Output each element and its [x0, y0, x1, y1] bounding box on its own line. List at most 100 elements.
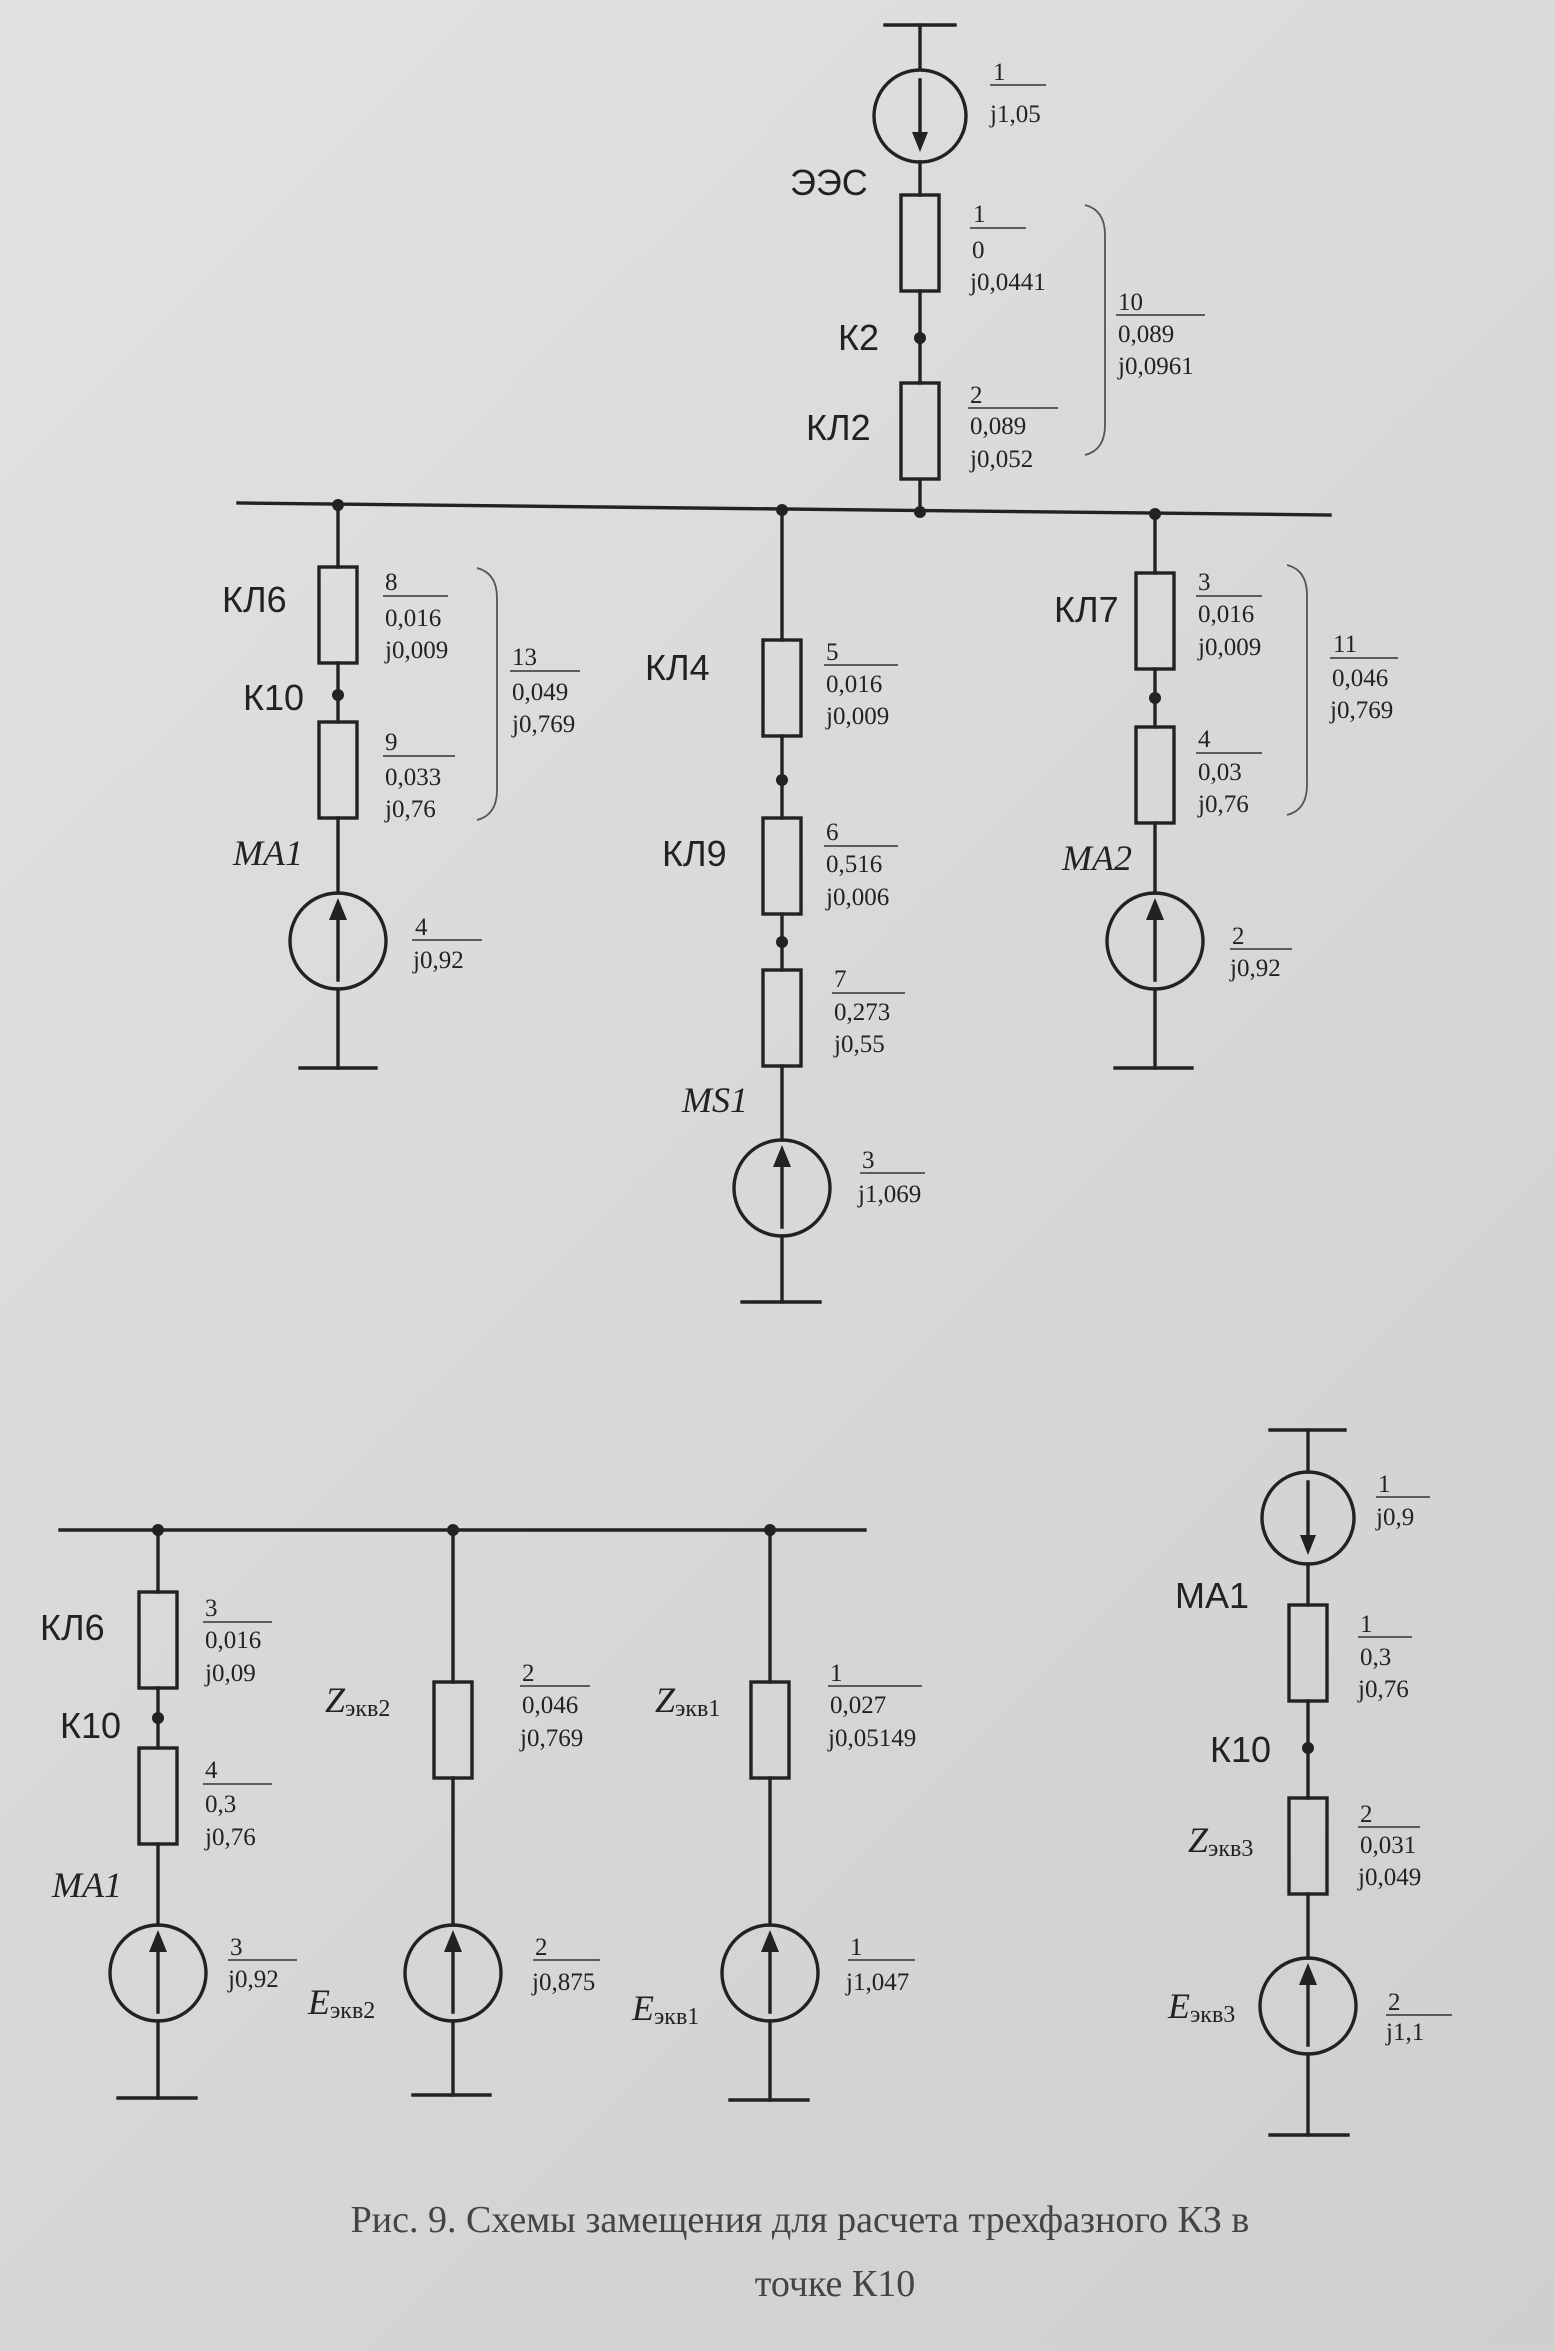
- val-zekv3-b: j0,049: [1357, 1864, 1421, 1891]
- resistor-7: [761, 968, 803, 1068]
- eekv1-source: [720, 1923, 820, 2023]
- num-final-1: 1: [1378, 1471, 1391, 1498]
- val-r8-b: j0,009: [384, 637, 448, 664]
- figure-caption-line2: точке К10: [755, 2263, 915, 2305]
- val-r7-b: j0,55: [833, 1031, 885, 1058]
- num-eekv1: 1: [850, 1934, 863, 1961]
- val-r1-b: j0,0441: [969, 269, 1046, 296]
- resistor-eq-3: [137, 1590, 179, 1690]
- val-eq-3-a: 0,016: [205, 1627, 261, 1654]
- resistor-zekv3: [1287, 1796, 1329, 1896]
- label-eq-ma1: MA1: [51, 1865, 122, 1905]
- label-zekv2: Zэкв2: [325, 1680, 390, 1722]
- val-eekv3: j1,1: [1385, 2019, 1424, 2046]
- num-final-r1: 1: [1360, 1611, 1373, 1638]
- val-eq-4-a: 0,3: [205, 1791, 236, 1818]
- node-k10: [1302, 1742, 1314, 1754]
- node: [776, 774, 788, 786]
- val-g11-b: j0,769: [1329, 697, 1393, 724]
- node-k10: [152, 1712, 164, 1724]
- val-zekv3-a: 0,031: [1360, 1832, 1416, 1859]
- final-scheme: 1 j0,9 MA1 1 0,3 j0,76 К10 Zэкв3 2 0,031…: [1167, 1428, 1452, 2137]
- label-eq-kl6: КЛ6: [40, 1607, 105, 1648]
- num-eq-3: 3: [205, 1595, 218, 1622]
- resistor-2: [899, 381, 941, 481]
- num-ma2: 2: [1232, 923, 1245, 950]
- val-r2-b: j0,052: [969, 446, 1033, 473]
- num-r2: 2: [970, 382, 983, 409]
- val-eekv2: j0,875: [531, 1969, 595, 1996]
- num-r7: 7: [834, 966, 847, 993]
- val-ma1: j0,92: [412, 947, 464, 974]
- val-r5-a: 0,016: [826, 671, 882, 698]
- val-ms1: j1,069: [857, 1181, 921, 1208]
- label-ma1: MA1: [232, 833, 303, 873]
- bus-node: [914, 506, 926, 518]
- equivalent-scheme: КЛ6 3 0,016 j0,09 К10 4 0,3 j0,76 MA1 3 …: [40, 1524, 922, 2102]
- val-zekv2-b: j0,769: [519, 1725, 583, 1752]
- resistor-4: [1134, 725, 1176, 825]
- final-source-1: [1260, 1470, 1356, 1566]
- label-kl7: КЛ7: [1054, 589, 1119, 630]
- resistor-6: [761, 816, 803, 916]
- val-r5-b: j0,009: [825, 703, 889, 730]
- val-r9-a: 0,033: [385, 764, 441, 791]
- val-r3-a: 0,016: [1198, 601, 1254, 628]
- num-eekv3: 2: [1388, 1989, 1401, 2016]
- node: [1149, 692, 1161, 704]
- num-r6: 6: [826, 819, 839, 846]
- resistor-zekv1: [749, 1680, 791, 1780]
- num-zekv1: 1: [830, 1660, 843, 1687]
- num-eekv2: 2: [535, 1934, 548, 1961]
- eekv3-source: [1258, 1956, 1358, 2056]
- num-eq-4: 4: [205, 1757, 218, 1784]
- num-zekv2: 2: [522, 1660, 535, 1687]
- label-final-k10: К10: [1210, 1729, 1271, 1770]
- label-kl6: КЛ6: [222, 579, 287, 620]
- node-k10: [332, 689, 344, 701]
- resistor-zekv2: [432, 1680, 474, 1780]
- val-r9-b: j0,76: [384, 796, 436, 823]
- num-zekv3: 2: [1360, 1801, 1373, 1828]
- figure-caption-line1: Рис. 9. Схемы замещения для расчета трех…: [351, 2199, 1250, 2241]
- val-zekv2-a: 0,046: [522, 1692, 578, 1719]
- val-r8-a: 0,016: [385, 605, 441, 632]
- val-g13-b: j0,769: [511, 711, 575, 738]
- label-eq-k10: К10: [60, 1705, 121, 1746]
- resistor-final-1: [1287, 1603, 1329, 1703]
- val-g10-b: j0,0961: [1117, 353, 1194, 380]
- ms1-source: [732, 1138, 832, 1238]
- resistor-8: [317, 565, 359, 665]
- val-eq-3-b: j0,09: [204, 1660, 256, 1687]
- val-r1-a: 0: [972, 237, 985, 264]
- val-ees: j1,05: [989, 101, 1041, 128]
- label-final-ma1: MA1: [1175, 1575, 1249, 1616]
- resistor-5: [761, 638, 803, 738]
- label-eekv2: Eэкв2: [307, 1982, 375, 2024]
- num-ms1: 3: [862, 1147, 875, 1174]
- val-r3-b: j0,009: [1197, 634, 1261, 661]
- val-r6-a: 0,516: [826, 851, 882, 878]
- label-k2: К2: [838, 317, 879, 358]
- main-scheme: ЭЭС 1 j1,05 1 0 j0,0441 К2 КЛ2 2 0,089 j…: [222, 23, 1398, 1304]
- num-ees: 1: [993, 59, 1006, 86]
- resistor-1: [899, 193, 941, 293]
- val-r7-a: 0,273: [834, 999, 890, 1026]
- ma1-source: [288, 891, 388, 991]
- label-ma2: MA2: [1061, 838, 1132, 878]
- num-eq-ma1: 3: [230, 1934, 243, 1961]
- val-ma2: j0,92: [1229, 955, 1281, 982]
- resistor-3: [1134, 571, 1176, 671]
- label-eekv1: Eэкв1: [631, 1988, 699, 2030]
- val-final-r1-a: 0,3: [1360, 1644, 1391, 1671]
- ma2-source: [1105, 891, 1205, 991]
- val-g11-a: 0,046: [1332, 665, 1388, 692]
- val-r4-b: j0,76: [1197, 791, 1249, 818]
- num-r5: 5: [826, 639, 839, 666]
- label-eekv3: Eэкв3: [1167, 1986, 1235, 2028]
- val-zekv1-b: j0,05149: [827, 1725, 916, 1752]
- num-r3: 3: [1198, 569, 1211, 596]
- num-r1: 1: [973, 201, 986, 228]
